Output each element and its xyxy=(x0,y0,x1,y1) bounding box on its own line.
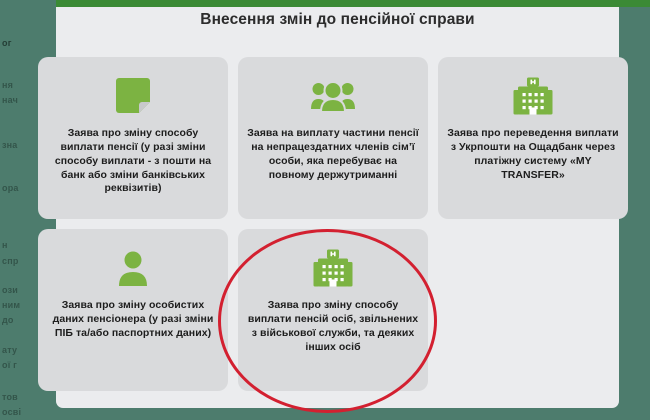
service-card[interactable]: Заява про зміну способу виплати пенсії (… xyxy=(38,57,228,219)
service-card[interactable]: Заява на виплату частини пенсії на непра… xyxy=(238,57,428,219)
service-card-row: Заява про зміну особистих даних пенсіоне… xyxy=(38,229,638,391)
background-text-fragment: ора xyxy=(2,183,19,193)
background-text-fragment: до xyxy=(2,315,14,325)
empty-grid-slot xyxy=(438,229,628,391)
document-page-icon xyxy=(114,73,152,119)
background-text-fragment: н xyxy=(2,240,8,250)
background-text-fragment: осві xyxy=(2,407,22,417)
service-card-label: Заява про зміну способу виплати пенсій о… xyxy=(247,299,419,353)
group-of-people-icon xyxy=(310,73,356,119)
service-card-grid: Заява про зміну способу виплати пенсії (… xyxy=(38,57,638,401)
bank-building-icon xyxy=(313,245,353,291)
background-text-fragment: ним xyxy=(2,300,21,310)
service-card-label: Заява про зміну особистих даних пенсіоне… xyxy=(52,299,214,339)
single-person-icon xyxy=(116,245,150,291)
service-card[interactable]: Заява про переведення виплати з Укрпошти… xyxy=(438,57,628,219)
page-title: Внесення змін до пенсійної справи xyxy=(200,11,475,28)
background-text-fragment: ог xyxy=(2,38,12,48)
background-text-fragment: спр xyxy=(2,256,19,266)
content-panel: Внесення змін до пенсійної справи Заява … xyxy=(38,7,628,408)
background-text-fragment: ої г xyxy=(2,360,18,370)
background-text-fragment: ози xyxy=(2,285,18,295)
bank-building-icon xyxy=(513,73,553,119)
background-text-fragment: нач xyxy=(2,95,19,105)
top-accent-bar xyxy=(56,0,650,7)
service-card-row: Заява про зміну способу виплати пенсії (… xyxy=(38,57,638,219)
service-card[interactable]: Заява про зміну особистих даних пенсіоне… xyxy=(38,229,228,391)
service-card-label: Заява на виплату частини пенсії на непра… xyxy=(247,127,419,181)
background-text-fragment: ату xyxy=(2,345,18,355)
service-card[interactable]: Заява про зміну способу виплати пенсій о… xyxy=(238,229,428,391)
service-card-label: Заява про переведення виплати з Укрпошти… xyxy=(447,127,619,181)
service-card-label: Заява про зміну способу виплати пенсії (… xyxy=(54,127,212,195)
background-text-fragment: тов xyxy=(2,392,18,402)
background-text-fragment: зна xyxy=(2,140,18,150)
background-text-fragment: ня xyxy=(2,80,14,90)
